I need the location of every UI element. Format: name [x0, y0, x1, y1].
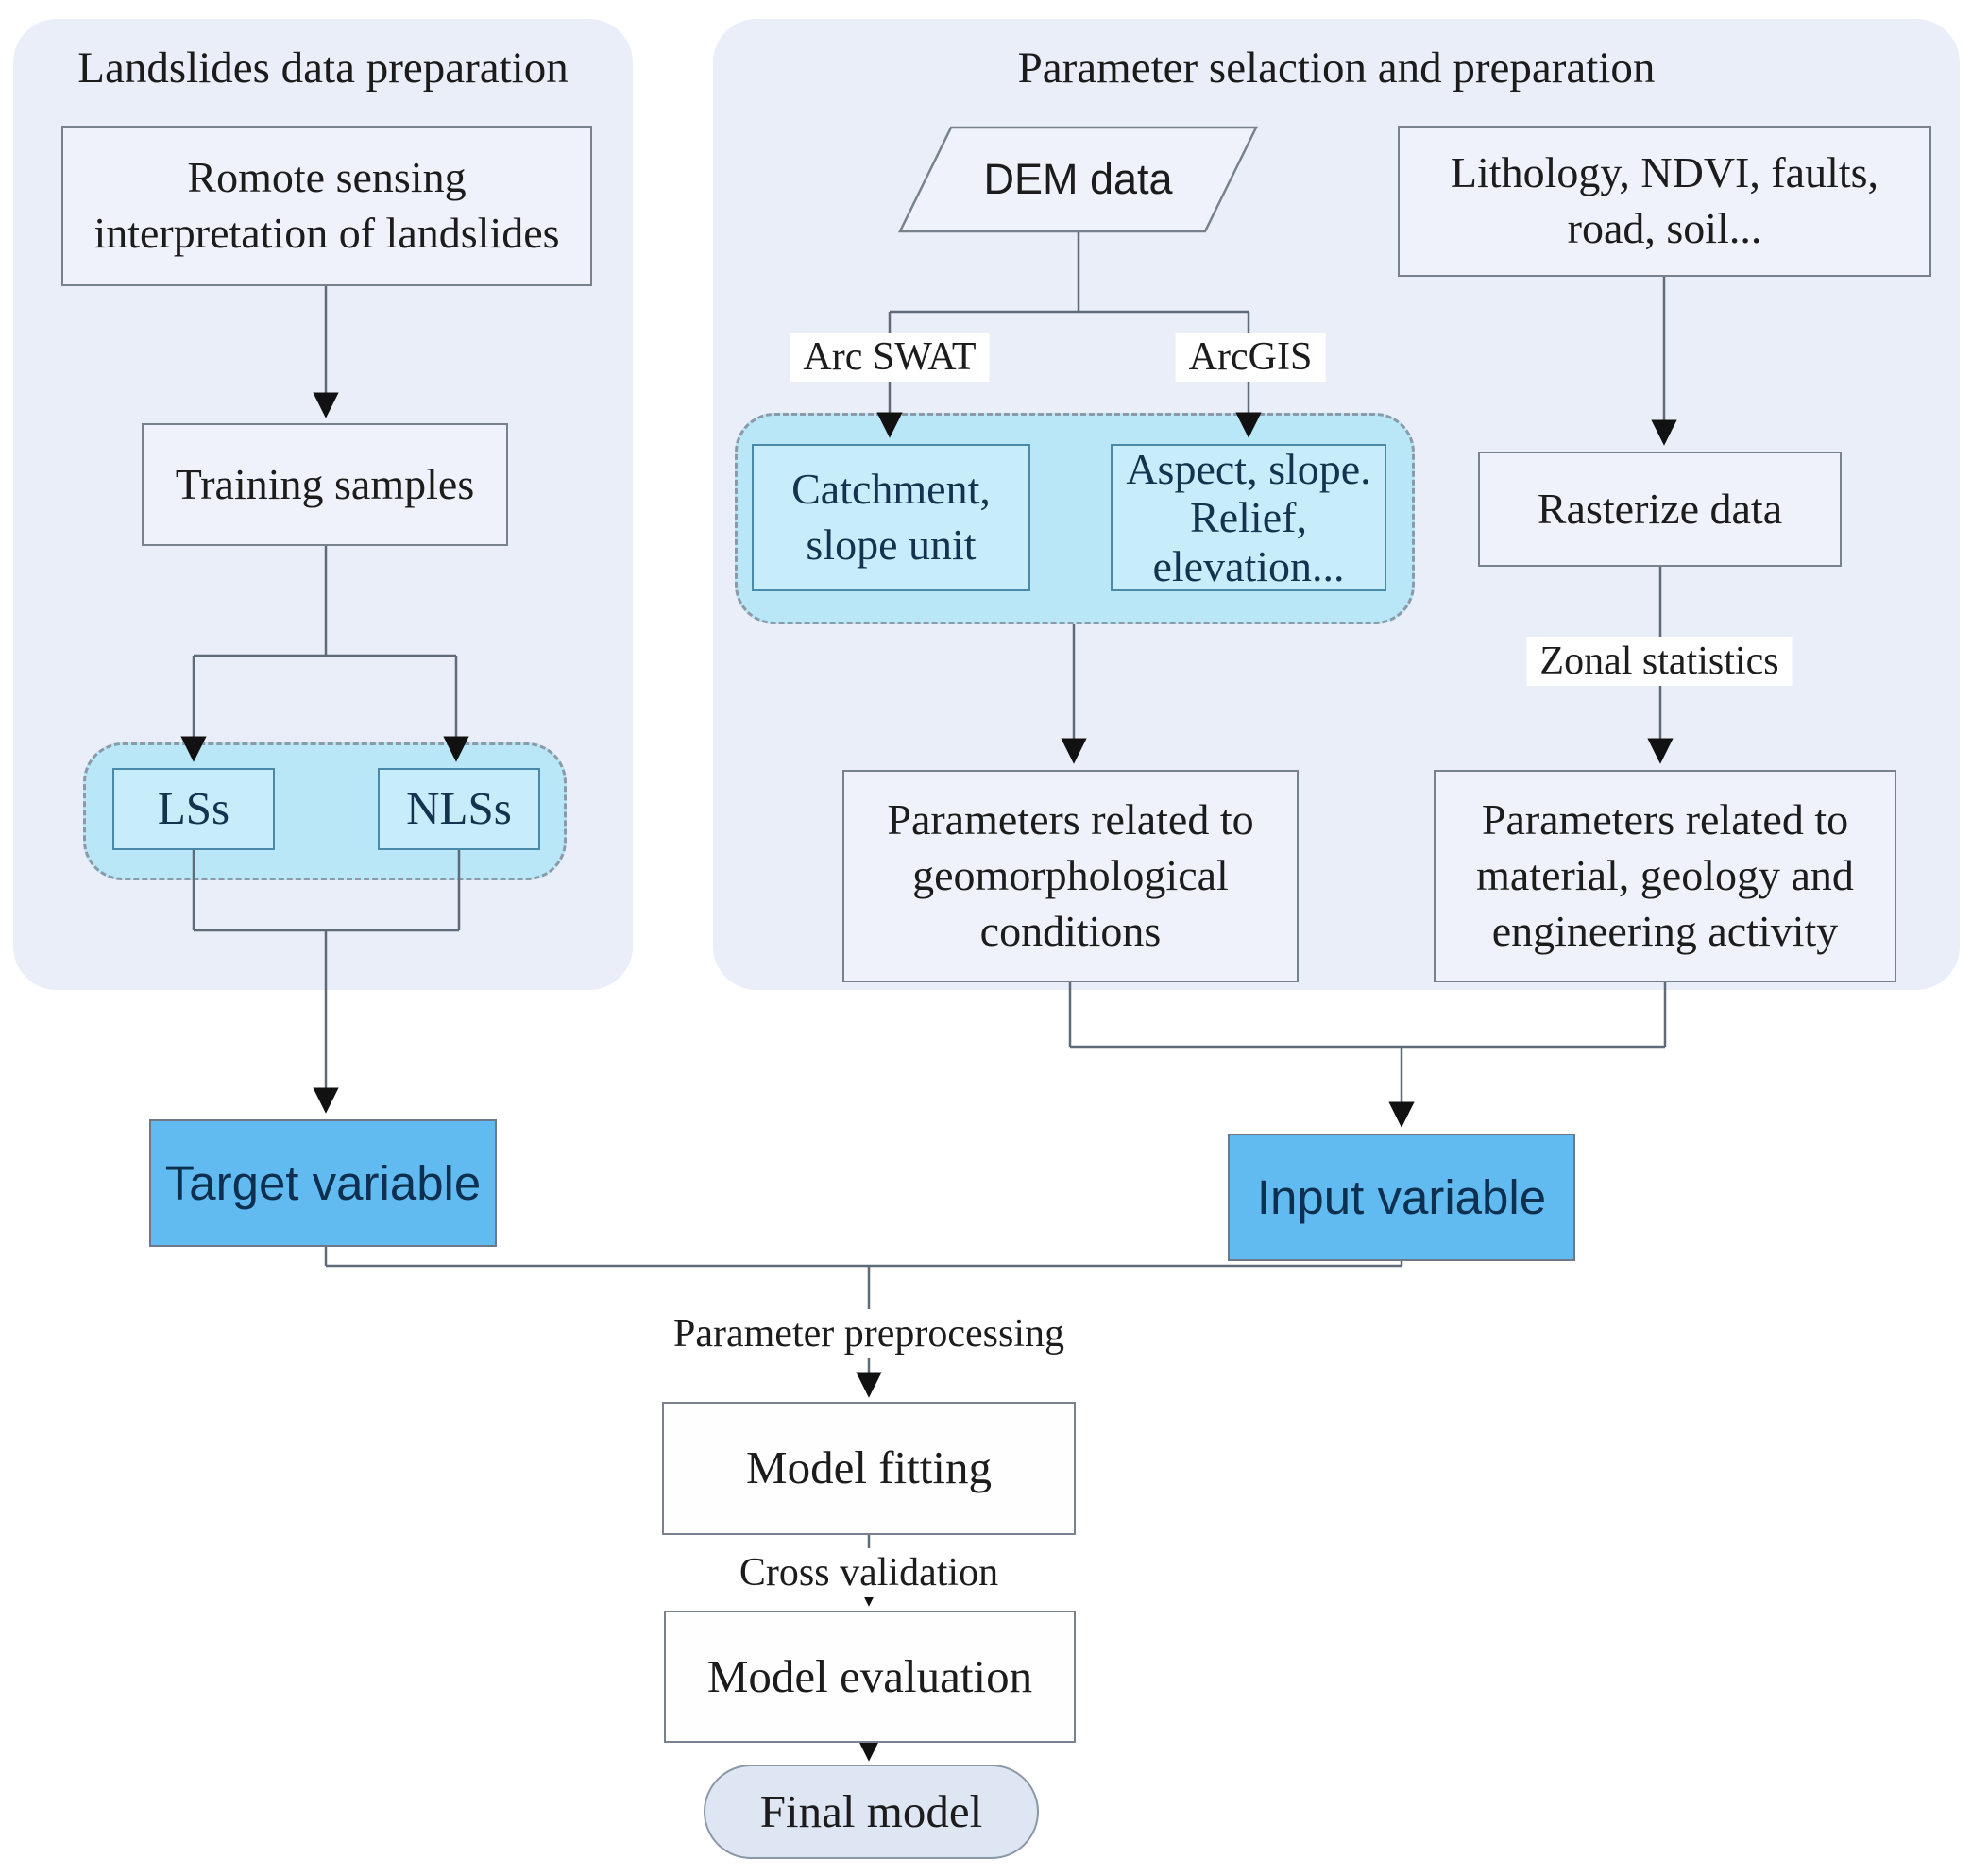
node-aspect-slope-relief: Aspect, slope. Relief, elevation...	[1111, 444, 1386, 591]
left-panel-title: Landslides data preparation	[77, 43, 569, 93]
node-lithology-ndvi: Lithology, NDVI, faults, road, soil...	[1398, 126, 1931, 277]
edge-label-cross-validation: Cross validation	[725, 1548, 1012, 1597]
node-rasterize-data: Rasterize data	[1478, 452, 1842, 567]
node-catchment-slope-unit: Catchment, slope unit	[752, 444, 1030, 591]
edge-label-parameter-preprocessing: Parameter preprocessing	[660, 1309, 1078, 1358]
node-training-samples: Training samples	[142, 423, 508, 546]
node-model-evaluation: Model evaluation	[664, 1611, 1076, 1743]
node-remote-sensing: Romote sensing interpretation of landsli…	[61, 126, 592, 286]
dem-parallelogram	[897, 126, 1259, 233]
node-dem-data: DEM data	[983, 155, 1173, 204]
node-input-variable: Input variable	[1228, 1134, 1575, 1261]
edge-label-zonal-statistics: Zonal statistics	[1526, 637, 1793, 686]
node-lss: LSs	[112, 768, 275, 850]
node-target-variable: Target variable	[149, 1119, 497, 1247]
edge-label-arcgis: ArcGIS	[1175, 333, 1326, 382]
edge-label-arc-swat: Arc SWAT	[790, 333, 990, 382]
node-model-fitting: Model fitting	[662, 1402, 1076, 1535]
right-panel-title: Parameter selaction and preparation	[1017, 43, 1656, 93]
node-material-geology-parameters: Parameters related to material, geology …	[1434, 770, 1896, 982]
node-geomorphological-parameters: Parameters related to geomorphological c…	[842, 770, 1299, 982]
node-final-model: Final model	[704, 1765, 1039, 1859]
node-nlss: NLSs	[378, 768, 540, 850]
